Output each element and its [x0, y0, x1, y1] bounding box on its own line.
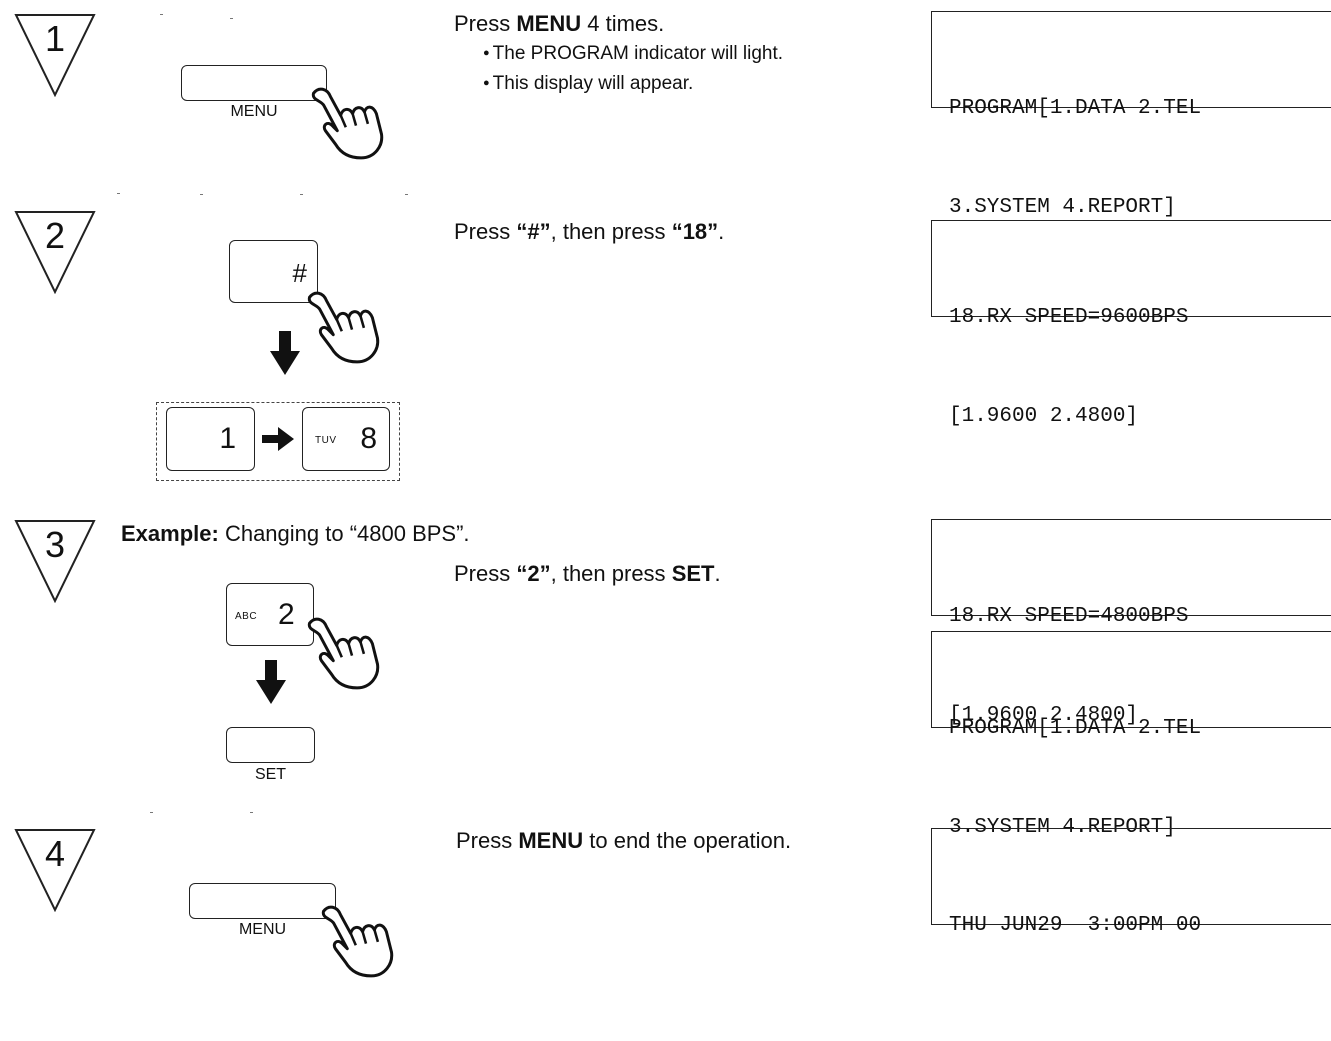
- lcd-line-2: [1.9600 2.4800]: [949, 400, 1331, 433]
- scan-speck: [150, 812, 153, 813]
- lcd-display: THU JUN29 3:00PM 00: [931, 828, 1331, 925]
- pointing-hand-icon: [296, 282, 391, 367]
- arrow-down-icon: [270, 331, 300, 375]
- pointing-hand-icon: [300, 78, 395, 163]
- step-4-instruction: Press MENU to end the operation.: [456, 828, 791, 854]
- arrow-right-icon: [262, 427, 294, 451]
- step-4-badge: 4: [14, 828, 96, 912]
- lcd-display: PROGRAM[1.DATA 2.TEL 3.SYSTEM 4.REPORT]: [931, 11, 1331, 108]
- lcd-line-1: PROGRAM[1.DATA 2.TEL: [949, 712, 1331, 745]
- key-letters: TUV: [315, 436, 337, 446]
- bullet-item: This display will appear.: [483, 70, 783, 100]
- lcd-display: PROGRAM[1.DATA 2.TEL 3.SYSTEM 4.REPORT]: [931, 631, 1331, 728]
- key-glyph: 8: [360, 424, 377, 454]
- step-number: 4: [14, 834, 96, 874]
- lcd-line-1: PROGRAM[1.DATA 2.TEL: [949, 92, 1331, 125]
- step-2-instruction: Press “#”, then press “18”.: [454, 219, 724, 245]
- scan-speck: [250, 812, 253, 813]
- scan-speck: [230, 18, 233, 19]
- scan-speck: [405, 194, 408, 195]
- set-key[interactable]: [226, 727, 315, 763]
- step-3-example: Example: Changing to “4800 BPS”.: [121, 521, 470, 547]
- scan-speck: [200, 194, 203, 195]
- arrow-down-icon: [256, 660, 286, 704]
- key-letters: ABC: [235, 612, 257, 622]
- step-1-instruction: Press MENU 4 times.: [454, 11, 664, 37]
- lcd-line-1: 18.RX SPEED=9600BPS: [949, 301, 1331, 334]
- digit-1-key[interactable]: 1: [166, 407, 255, 471]
- bullet-item: The PROGRAM indicator will light.: [483, 40, 783, 70]
- scan-speck: [160, 14, 163, 15]
- step-3-badge: 3: [14, 519, 96, 603]
- step-number: 1: [14, 19, 96, 59]
- digit-8-key[interactable]: TUV 8: [302, 407, 390, 471]
- scan-speck: [117, 193, 120, 194]
- lcd-display: 18.RX SPEED=4800BPS [1.9600 2.4800]: [931, 519, 1331, 616]
- key-glyph: 2: [278, 600, 295, 630]
- step-2-badge: 2: [14, 210, 96, 294]
- pointing-hand-icon: [296, 608, 391, 693]
- key-glyph: 1: [219, 424, 236, 454]
- set-key-label: SET: [226, 766, 315, 784]
- scan-speck: [300, 194, 303, 195]
- step-1-bullets: The PROGRAM indicator will light. This d…: [483, 40, 783, 100]
- step-number: 3: [14, 525, 96, 565]
- step-1-badge: 1: [14, 13, 96, 97]
- lcd-line-1: THU JUN29 3:00PM 00: [949, 909, 1331, 942]
- lcd-display: 18.RX SPEED=9600BPS [1.9600 2.4800]: [931, 220, 1331, 317]
- step-3-instruction: Press “2”, then press SET.: [454, 561, 721, 587]
- step-number: 2: [14, 216, 96, 256]
- lcd-line-1: 18.RX SPEED=4800BPS: [949, 600, 1331, 633]
- pointing-hand-icon: [310, 896, 405, 981]
